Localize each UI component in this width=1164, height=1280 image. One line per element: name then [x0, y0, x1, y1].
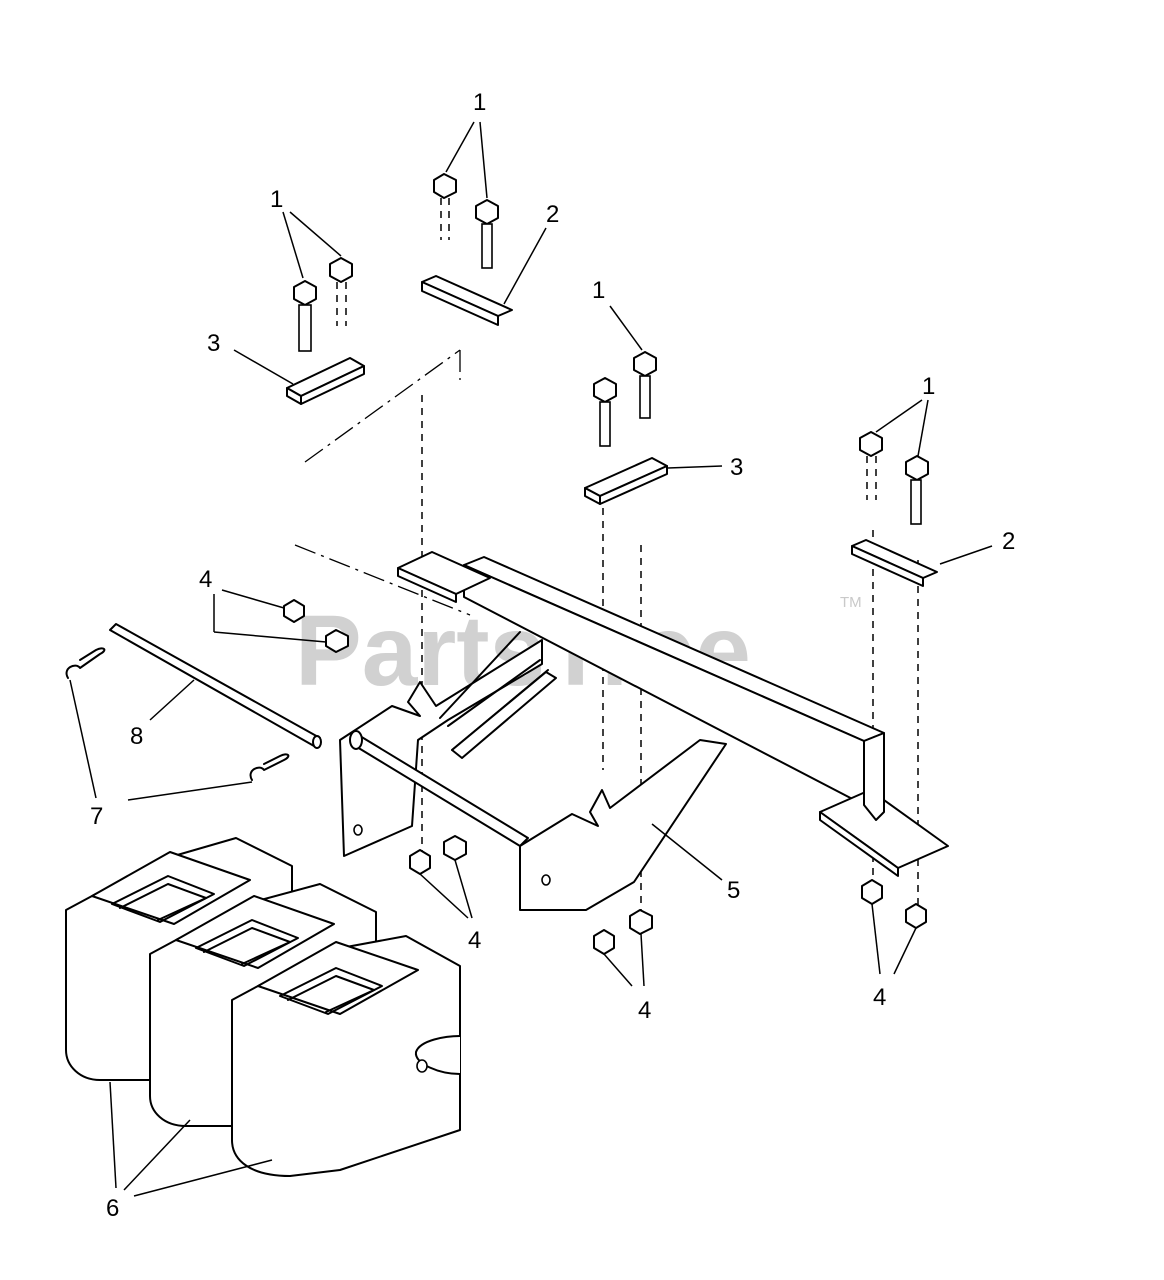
callout-8: 8 [130, 723, 143, 750]
bolt [633, 351, 657, 419]
nut [443, 835, 467, 861]
reference-lines [294, 349, 471, 616]
nut-group-bottom-right [861, 879, 927, 929]
nut [593, 929, 615, 955]
callout-3-top-left: 3 [207, 330, 220, 357]
watermark-trademark: TM [840, 594, 862, 611]
plate-top-center [421, 275, 513, 326]
callout-1-middle: 1 [592, 277, 605, 304]
nut [325, 629, 349, 653]
nut [283, 599, 305, 623]
callout-2-top: 2 [546, 201, 559, 228]
nut [629, 909, 653, 935]
nut-group-left-upper [283, 599, 349, 653]
rod [109, 623, 322, 749]
callout-4-bottom-left: 4 [468, 927, 481, 954]
callout-labels: 1 1 1 1 2 2 3 3 4 4 4 4 5 6 7 8 [90, 89, 1015, 1222]
bolt [433, 173, 457, 240]
callout-5: 5 [727, 877, 740, 904]
callout-3-middle: 3 [730, 454, 743, 481]
callout-1-top-center: 1 [473, 89, 486, 116]
bolt-group-middle [593, 351, 657, 447]
hairpin-clip-right [249, 753, 290, 781]
callout-1-top-left: 1 [270, 186, 283, 213]
plate-top-left [286, 357, 365, 405]
bolt-group-top-center [433, 173, 499, 269]
hairpin-clip-left [65, 647, 106, 679]
nut-group-bottom-left [409, 835, 467, 875]
bolt [475, 199, 499, 269]
callout-4-upper-left: 4 [199, 566, 212, 593]
nut-group-bottom-center [593, 909, 653, 955]
suitcase-weight-front [231, 935, 461, 1177]
plate-right [851, 539, 938, 587]
callout-4-bottom-right: 4 [873, 984, 886, 1011]
callout-2-right: 2 [1002, 528, 1015, 555]
bolt [329, 257, 353, 326]
plate-middle [584, 457, 668, 505]
callout-7: 7 [90, 803, 103, 830]
bolt-group-top-left [293, 257, 353, 352]
callout-4-bottom-center: 4 [638, 997, 651, 1024]
bolt [593, 377, 617, 447]
bolt [905, 455, 929, 525]
weight-bracket [339, 551, 949, 911]
nut [409, 849, 431, 875]
callout-1-right: 1 [922, 373, 935, 400]
callout-6: 6 [106, 1195, 119, 1222]
bolt [859, 431, 883, 500]
nut [905, 903, 927, 929]
nut [861, 879, 883, 905]
bolt [293, 280, 317, 352]
leader-lines [69, 121, 993, 1197]
bolt-group-right [859, 431, 929, 525]
